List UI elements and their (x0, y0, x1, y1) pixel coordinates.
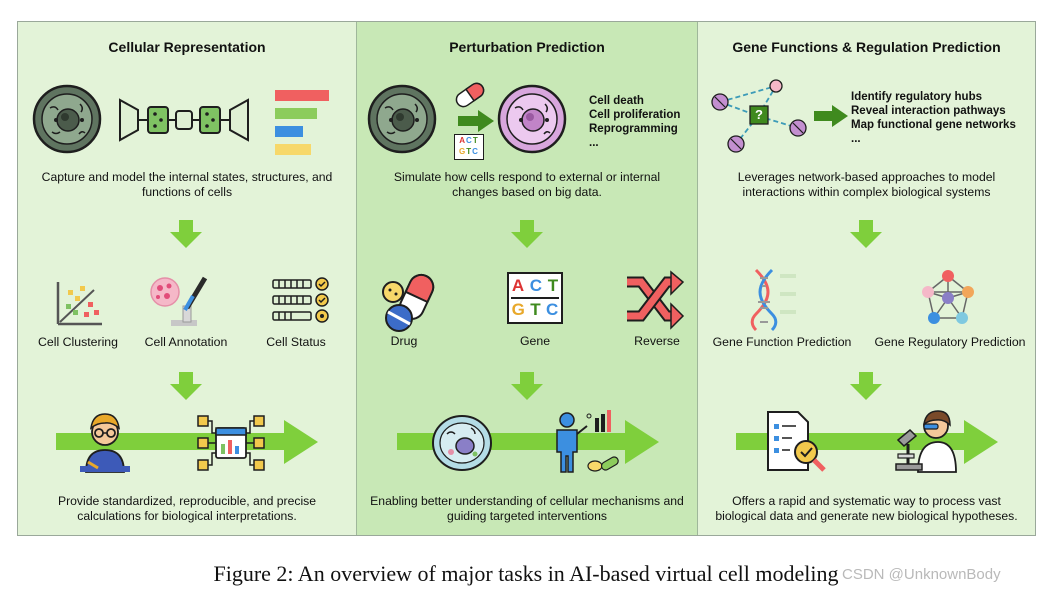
down-arrow-icon (850, 220, 882, 248)
data-workflow-icon (197, 415, 265, 471)
outcome-item: Cell death (589, 95, 644, 107)
gene-letter: C (529, 276, 543, 295)
outcome-item: Reveal interaction pathways (851, 105, 1006, 117)
status-list-icon (272, 277, 329, 323)
gene-mini-icon: ACT GTC (454, 134, 484, 160)
gene-letter: T (466, 147, 473, 156)
regulatory-network-icon (922, 270, 974, 324)
gene-network-icon (711, 79, 807, 153)
panel-summary: Offers a rapid and systematic way to pro… (715, 494, 1018, 523)
down-arrow-icon (850, 372, 882, 400)
drug-icon (382, 273, 435, 332)
panel-summary: Enabling better understanding of cellula… (370, 494, 684, 523)
figure-caption: Figure 2: An overview of major tasks in … (213, 561, 839, 586)
gene-letter: G (459, 147, 467, 156)
down-arrow-icon (511, 220, 543, 248)
dna-icon (750, 268, 796, 332)
watermark: CSDN @UnknownBody (842, 566, 1001, 583)
scientist-microscope-icon (895, 410, 957, 473)
outcome-item: ... (589, 137, 599, 149)
analyst-icon (556, 410, 619, 473)
panel-description: Leverages network-based approaches to mo… (737, 170, 996, 199)
gene-letter: G (511, 300, 525, 319)
down-arrow-icon (511, 372, 543, 400)
task-label-gene-regulatory-prediction: Gene Regulatory Prediction (874, 335, 1026, 349)
gene-letter: T (547, 276, 559, 295)
panel-description: Simulate how cells respond to external o… (393, 170, 661, 199)
gene-letter: C (472, 147, 479, 156)
task-label-cell-annotation: Cell Annotation (144, 335, 228, 349)
right-arrow-icon (458, 110, 494, 132)
gene-letter: A (459, 136, 467, 145)
outcome-item: Map functional gene networks (851, 119, 1016, 131)
unknown-node-mark: ? (755, 107, 763, 122)
panel-perturbation-prediction: Perturbation Prediction ACT GTC (356, 22, 698, 535)
cell-mechanism-icon (432, 415, 492, 471)
panel-cellular-representation: Cellular Representation (18, 22, 356, 535)
panel-title: Gene Functions & Regulation Prediction (732, 39, 1001, 55)
gene-letter: T (472, 136, 479, 145)
panel-title: Cellular Representation (108, 39, 266, 55)
scatter-plot-icon (56, 282, 102, 326)
gene-letter: A (511, 276, 525, 295)
panel-gene-regulation-prediction: Gene Functions & Regulation Prediction ?… (698, 22, 1035, 535)
task-label-reverse: Reverse (634, 334, 680, 348)
down-arrow-icon (170, 372, 202, 400)
cell-icon (32, 84, 102, 154)
task-label-gene-function-prediction: Gene Function Prediction (712, 335, 852, 349)
task-label-gene: Gene (519, 334, 551, 348)
gene-letter: C (546, 300, 559, 319)
down-arrow-icon (170, 220, 202, 248)
task-label-cell-status: Cell Status (266, 335, 326, 349)
document-review-icon (767, 411, 826, 472)
task-label-drug: Drug (390, 334, 418, 348)
regulation-outcomes: Identify regulatory hubs Reveal interact… (851, 90, 1016, 146)
pill-icon (455, 82, 485, 108)
gene-letter: C (466, 136, 473, 145)
panel-summary: Provide standardized, reproducible, and … (57, 494, 317, 523)
outcome-item: ... (851, 133, 861, 145)
outcome-item: Identify regulatory hubs (851, 91, 982, 103)
perturbed-cell-icon (497, 84, 567, 154)
pipette-icon (150, 276, 208, 326)
task-label-cell-clustering: Cell Clustering (38, 335, 118, 349)
cell-icon (367, 84, 437, 154)
feature-bars-icon (275, 90, 329, 155)
perturbation-outcomes: Cell death Cell proliferation Reprogramm… (589, 94, 680, 150)
outcome-item: Reprogramming (589, 123, 678, 135)
right-arrow-icon (814, 105, 848, 127)
figure-frame: Cellular Representation (17, 21, 1036, 536)
reverse-arrows-icon (627, 270, 685, 330)
panel-description: Capture and model the internal states, s… (41, 170, 333, 199)
outcome-item: Cell proliferation (589, 109, 681, 121)
researcher-icon (80, 413, 130, 473)
gene-letter: T (530, 300, 541, 319)
panel-title: Perturbation Prediction (449, 39, 605, 55)
autoencoder-icon (119, 98, 249, 142)
